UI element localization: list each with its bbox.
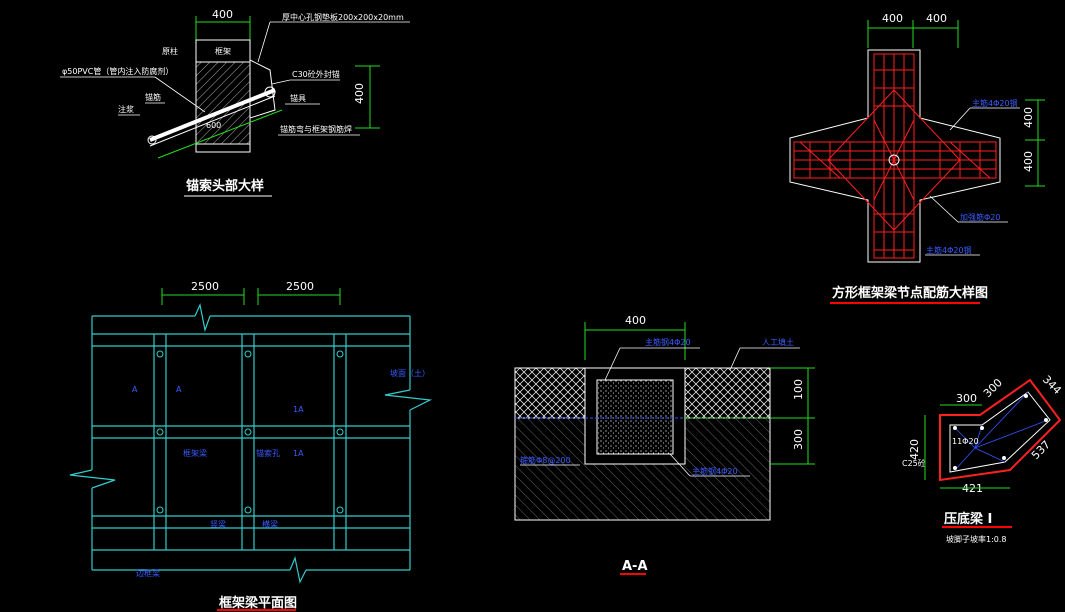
anchor-dim-diag-text: 600 [206,121,221,130]
section-aa: 400 100 300 主筋钢4Φ20 人工填土 箍筋Φ8@200 主筋钢4Φ2… [514,314,815,575]
beam-label-c: C25砼 [902,458,926,468]
node-anchor-hole-icon [888,154,900,166]
node-dim-top-left: 400 [882,12,903,25]
anchor-head-detail: 400 600 400 厚中心孔钢垫板200x200x20mm C30砼外封锚 … [60,8,410,197]
section-label-bar-bottom: 主筋钢4Φ20 [692,466,738,476]
frame-plan: 2500 2500 [69,280,433,611]
node-dim-right-bottom: 400 [1022,151,1035,172]
section-aa-title: A-A [622,559,648,574]
label-grout: 注浆 [118,104,134,114]
beam-dim-537: 537 [1029,438,1053,462]
anchor-concrete-cap [249,59,276,119]
plan-dim-left: 2500 [191,280,219,293]
plan-label-edge: 边框梁 [136,568,160,578]
label-nut: 锚具 [290,93,306,103]
node-dim-right [1025,99,1045,187]
section-dim-upper: 100 [792,379,805,400]
node-dim-right-top: 400 [1022,107,1035,128]
label-main-bar-top: 主筋4Φ20钢 [972,98,1018,108]
anchor-detail-title: 锚索头部大样 [186,178,264,194]
anchor-dim-width-text: 400 [212,8,233,21]
section-beam-concrete [596,379,674,455]
section-dim-width [584,322,686,360]
frame-plan-title: 框架梁平面图 [219,595,297,611]
label-pvc: φ50PVC管（管内注入防腐剂） [62,66,173,76]
plan-frame-lines [69,303,433,584]
node-outline [789,49,1001,263]
node-rebar-grid [793,53,997,259]
plan-section-mark-a3: 1A [293,405,304,414]
anchor-dim-height [355,65,380,129]
section-dim-width-text: 400 [625,314,646,327]
beam-dim-420: 420 [908,439,921,460]
plan-section-mark-a1: A [132,385,138,394]
beam-subtitle: 坡脚子坡率1:0.8 [946,534,1007,544]
pressure-beam-section: 300 300 344 420 537 421 11Φ20 C25砼 压底梁 I… [902,373,1064,544]
anchor-rod-edge [149,95,276,147]
beam-rebar-dots [953,394,1048,470]
beam-dim-344: 344 [1040,373,1064,397]
beam-dim-300a: 300 [956,392,977,405]
label-concrete: C30砼外封锚 [292,69,340,79]
node-dim-top-right: 400 [926,12,947,25]
section-dim-lower: 300 [792,429,805,450]
anchor-dim-width [195,16,251,40]
anchor-end-icon [147,135,157,145]
label-bend: 锚筋弯与框架钢筋焊 [280,124,352,134]
label-stirrup: 加强筋Φ20 [960,212,1000,222]
plan-section-mark-a4: 1A [293,449,304,458]
beam-outline [939,378,1062,482]
beam-title: 压底梁 I [944,511,992,527]
plan-label-grout: 坡面（土） [390,368,430,378]
label-main-bar-bottom: 主筋4Φ20钢 [926,245,972,255]
plan-label-vertical: 竖梁 [210,520,226,529]
anchor-rod [149,88,276,142]
section-fill-right [684,367,771,419]
label-plate: 厚中心孔钢垫板200x200x20mm [282,12,404,22]
plan-dims [161,288,341,305]
section-label-bar-left: 箍筋Φ8@200 [520,455,571,465]
node-rebar-detail: 400 400 [789,12,1045,304]
plan-label-horizontal: 横梁 [262,519,278,529]
section-fill-left [514,367,596,419]
anchor-dim-diag-line [157,109,283,159]
label-column: 原柱 [162,46,178,56]
plan-label-anchor: 锚索孔 [256,448,280,458]
anchor-nut-icon [264,86,276,98]
beam-label-bar: 11Φ20 [952,437,979,446]
plan-label-beam: 框架梁 [183,448,207,458]
section-dim-right [770,367,815,465]
label-anchor-bar: 锚筋 [145,92,161,102]
plan-dim-right: 2500 [286,280,314,293]
label-beam: 框架 [215,46,231,56]
beam-rebar-fan [954,391,1049,471]
section-label-fill: 人工填土 [762,337,794,347]
anchor-dim-height-text: 400 [353,83,366,104]
beam-dim-300b: 300 [981,376,1005,400]
node-detail-title: 方形框架梁节点配筋大样图 [832,285,988,301]
section-label-bar-top: 主筋钢4Φ20 [645,337,691,347]
plan-anchor-holes [156,350,344,514]
beam-dim-lines [924,404,1010,489]
plan-section-mark-a2: A [176,385,182,394]
node-dim-top [867,20,959,48]
